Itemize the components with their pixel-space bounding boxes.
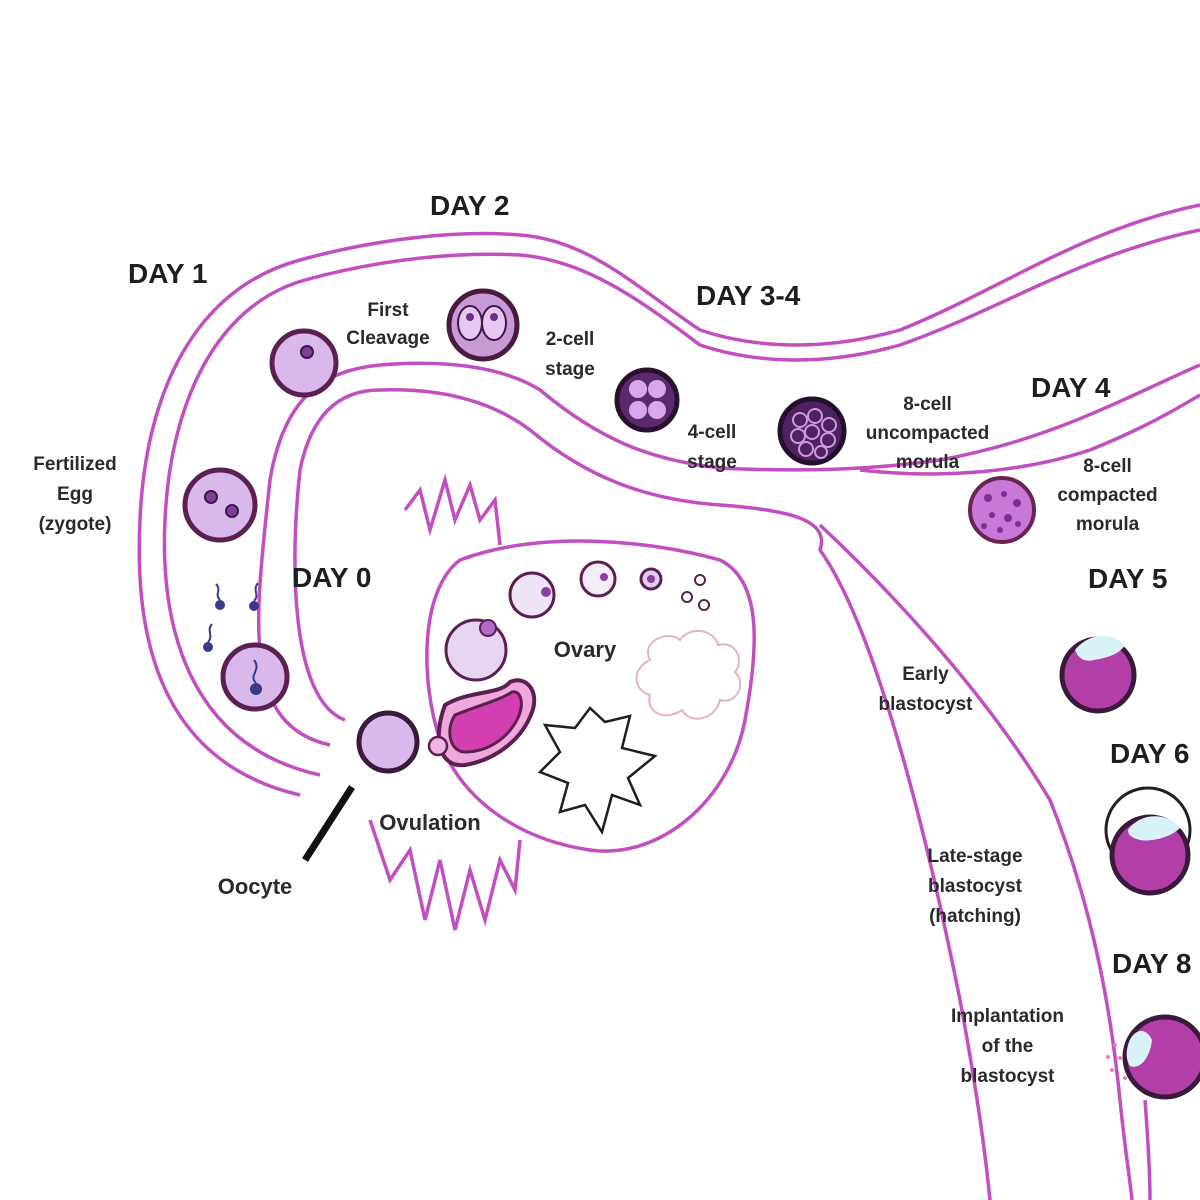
follicle (579, 560, 617, 598)
follicle-oocyte (541, 587, 551, 597)
fimbriae-top (403, 473, 502, 546)
fimbriae-bottom (368, 819, 522, 931)
four-cell-embryo (614, 367, 680, 433)
label-ovulation: Ovulation (379, 810, 481, 835)
implanting-blastocyst-icm (1126, 1030, 1152, 1067)
day-label-day1: DAY 1 (128, 258, 208, 289)
label-implantation: Implantation of the blastocyst (951, 1006, 1064, 1087)
day-label-day8: DAY 8 (1112, 948, 1192, 979)
compacted-morula (968, 476, 1036, 544)
day-label-day6: DAY 6 (1110, 738, 1190, 769)
two-cell-nucleus (490, 313, 498, 321)
two-cell-nucleus (466, 313, 474, 321)
four-cell-blastomere (648, 380, 666, 398)
first-cleavage-cell (269, 328, 339, 398)
implantation-cells (1106, 1043, 1127, 1080)
label-late-stage-blastocyst: Late-stage blastocyst (hatching) (927, 846, 1023, 927)
sperm-head (250, 683, 262, 695)
oocyte (356, 710, 420, 774)
corpus-albicans (635, 630, 742, 720)
day-label-day0: DAY 0 (292, 562, 372, 593)
ovary-outline (425, 539, 756, 853)
first-cleavage-nucleus (300, 345, 314, 359)
day-label-day34: DAY 3-4 (696, 280, 801, 311)
tube-outer-wall (137, 203, 1200, 797)
label-first-cleavage: First Cleavage (346, 300, 430, 349)
sperm-group (203, 582, 259, 652)
four-cell-blastomere (629, 380, 647, 398)
two-cell-blastomere (457, 305, 483, 341)
early-blastocyst-icm (1075, 635, 1125, 661)
primordial-follicle (698, 599, 710, 611)
tube-outer-wall-inner (162, 228, 1200, 777)
label-eight-cell-compacted: 8-cell compacted morula (1057, 456, 1158, 535)
released-oocyte (427, 735, 449, 757)
four-cell-blastomere (648, 401, 666, 419)
tube-inner-wall (256, 361, 1200, 747)
follicle (508, 571, 556, 619)
tube-inner-wall-2 (293, 388, 992, 1200)
oocyte-pointer (302, 785, 355, 862)
ruptured-follicle (537, 706, 658, 836)
label-four-cell-stage: 4-cell stage (687, 422, 737, 473)
primordial-follicle (681, 591, 693, 603)
follicle-oocyte (600, 573, 608, 581)
corpus-luteum-inner (448, 690, 523, 754)
fertilizing-egg (220, 642, 290, 712)
zygote-cell (182, 467, 258, 543)
uterus-wall (859, 393, 1200, 476)
follicle (444, 618, 508, 682)
day-label-day2: DAY 2 (430, 190, 510, 221)
label-eight-cell-uncompacted: 8-cell uncompacted morula (865, 394, 990, 473)
sperm-tail (252, 659, 258, 684)
two-cell-blastomere (481, 305, 507, 341)
uterus-inner-wall (818, 523, 1134, 1200)
zygote-pronucleus (204, 490, 218, 504)
label-two-cell-stage: 2-cell stage (545, 329, 595, 380)
late-blastocyst-icm (1128, 816, 1180, 841)
label-ovary: Ovary (553, 637, 617, 662)
day-label-day4: DAY 4 (1031, 372, 1111, 403)
label-fertilized-egg: Fertilized Egg (zygote) (33, 454, 117, 535)
follicle-oocyte (479, 619, 497, 637)
compacted-morula-texture (981, 491, 1021, 533)
day-label-day5: DAY 5 (1088, 563, 1168, 594)
primordial-follicle (694, 574, 706, 586)
uterus-right-wall (1143, 1099, 1152, 1200)
label-oocyte: Oocyte (217, 874, 293, 899)
zygote-pronucleus (225, 504, 239, 518)
four-cell-blastomere (629, 401, 647, 419)
follicle-oocyte (647, 575, 655, 583)
label-early-blastocyst: Early blastocyst (878, 664, 973, 715)
morula-blastomeres (790, 408, 837, 459)
